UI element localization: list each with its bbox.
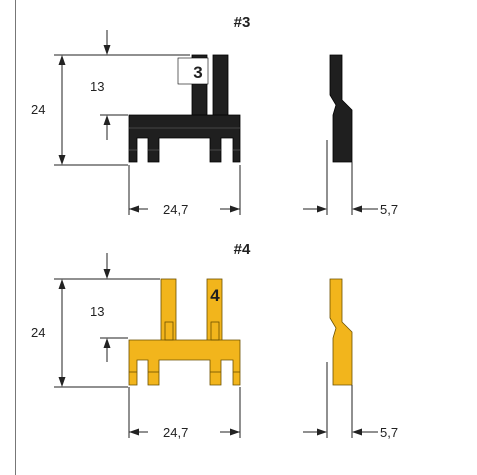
front-view-part: [128, 54, 241, 163]
dimension-width: 24,7: [128, 165, 241, 217]
dimension-height-upper: 13: [90, 253, 128, 362]
section-3: #3 3 24: [31, 14, 398, 217]
dimension-width: 24,7: [128, 387, 241, 440]
section-4: #4 4 24: [31, 241, 398, 440]
height-upper-label: 13: [90, 304, 104, 319]
section-title: #3: [234, 14, 251, 31]
height-total-label: 24: [31, 102, 45, 117]
arrow-up: [58, 55, 66, 65]
front-view-part: [128, 278, 241, 386]
arrow-down: [58, 155, 66, 165]
dimension-height-total: 24: [31, 278, 160, 388]
dimension-height-upper: 13: [90, 30, 128, 140]
side-view-part: [329, 278, 353, 386]
pin-left: [160, 278, 177, 343]
part-body: [128, 114, 241, 163]
part-number-label: 3: [193, 63, 202, 82]
height-total-label: 24: [31, 325, 45, 340]
dimension-height-total: 24: [31, 54, 190, 166]
section-title: #4: [234, 241, 251, 258]
part-number-label: 4: [210, 286, 220, 305]
width-label: 24,7: [163, 202, 188, 217]
height-upper-label: 13: [90, 79, 104, 94]
pin-right: [212, 54, 229, 119]
side-view-part: [329, 54, 353, 163]
part-number-box: [177, 57, 209, 85]
dimension-thickness: 5,7: [303, 140, 398, 217]
dimension-thickness: 5,7: [303, 362, 398, 440]
width-label: 24,7: [163, 425, 188, 440]
part-body: [128, 339, 241, 386]
thickness-label: 5,7: [380, 202, 398, 217]
thickness-label: 5,7: [380, 425, 398, 440]
